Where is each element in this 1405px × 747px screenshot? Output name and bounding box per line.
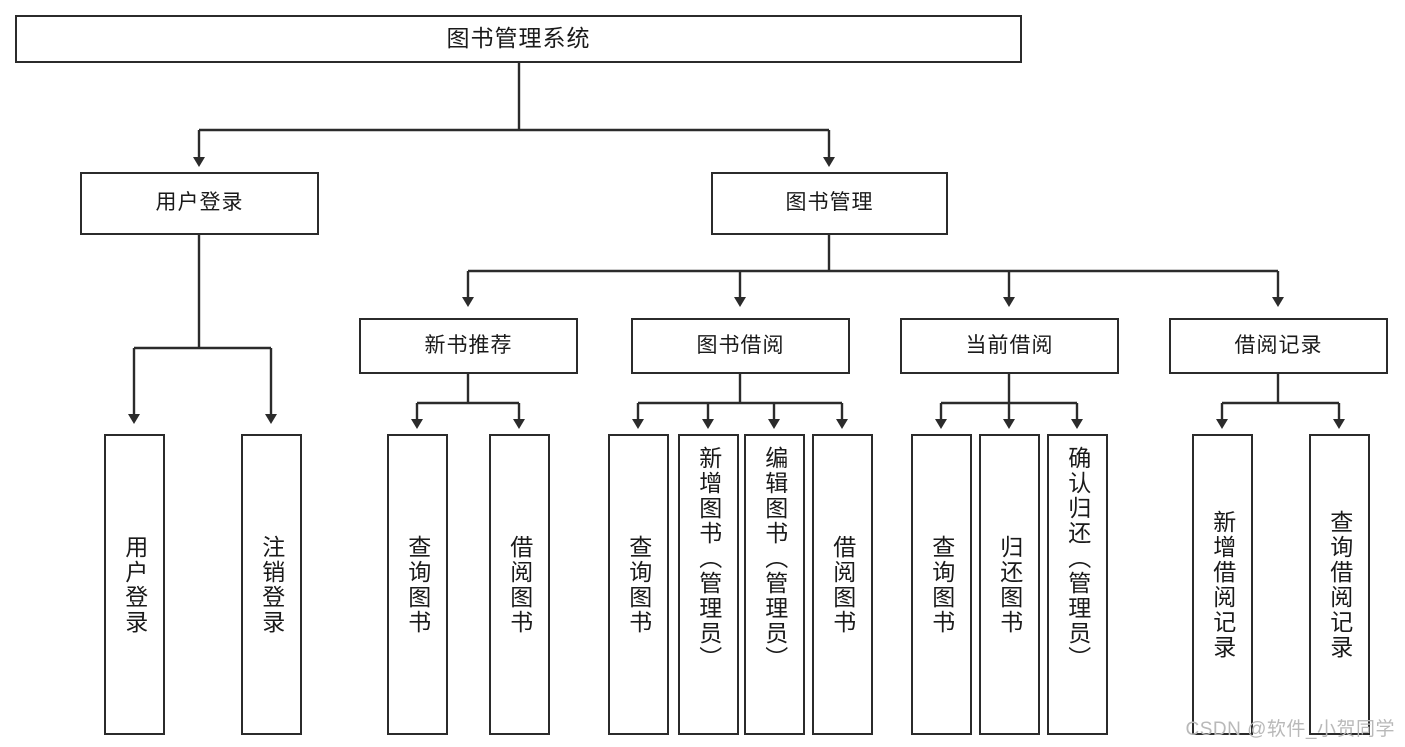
node-new-book-recommend[interactable]: 新书推荐 [359,318,578,374]
node-label: 新增图书（管理员） [695,446,722,671]
node-leaf-query-book-recommend[interactable]: 查询图书 [387,434,448,735]
node-leaf-borrow-book[interactable]: 借阅图书 [812,434,873,735]
node-label: 当前借阅 [965,333,1054,357]
node-label: 查询借阅记录 [1326,509,1353,660]
node-leaf-query-book-borrow[interactable]: 查询图书 [608,434,669,735]
node-leaf-add-borrow-record[interactable]: 新增借阅记录 [1192,434,1253,735]
node-label: 用户登录 [121,534,148,635]
node-label: 借阅记录 [1234,333,1323,357]
node-leaf-user-logout[interactable]: 注销登录 [241,434,302,735]
node-user-login[interactable]: 用户登录 [80,172,319,235]
node-leaf-add-book-admin[interactable]: 新增图书（管理员） [678,434,739,735]
node-label: 归还图书 [996,534,1023,635]
node-label: 借阅图书 [829,534,856,635]
node-leaf-return-book[interactable]: 归还图书 [979,434,1040,735]
node-label: 确认归还（管理员） [1064,446,1091,671]
node-leaf-edit-book-admin[interactable]: 编辑图书（管理员） [744,434,805,735]
node-label: 新书推荐 [424,333,513,357]
node-label: 查询图书 [404,534,431,635]
node-root-system[interactable]: 图书管理系统 [15,15,1022,63]
watermark-text: CSDN @软件_小贺同学 [1185,719,1395,740]
node-label: 借阅图书 [506,534,533,635]
node-leaf-confirm-return-admin[interactable]: 确认归还（管理员） [1047,434,1108,735]
node-leaf-user-login[interactable]: 用户登录 [104,434,165,735]
node-label: 图书管理系统 [446,25,591,52]
node-current-borrow[interactable]: 当前借阅 [900,318,1119,374]
node-label: 用户登录 [155,191,244,215]
node-label: 新增借阅记录 [1209,509,1236,660]
node-label: 图书借阅 [696,333,785,357]
node-leaf-borrow-book-recommend[interactable]: 借阅图书 [489,434,550,735]
node-label: 注销登录 [258,534,285,635]
node-label: 查询图书 [928,534,955,635]
node-borrow-record[interactable]: 借阅记录 [1169,318,1388,374]
node-label: 编辑图书（管理员） [761,446,788,671]
node-label: 查询图书 [625,534,652,635]
node-leaf-query-borrow-record[interactable]: 查询借阅记录 [1309,434,1370,735]
node-book-management[interactable]: 图书管理 [711,172,948,235]
node-book-borrow[interactable]: 图书借阅 [631,318,850,374]
node-leaf-query-book-current[interactable]: 查询图书 [911,434,972,735]
node-label: 图书管理 [785,191,874,215]
